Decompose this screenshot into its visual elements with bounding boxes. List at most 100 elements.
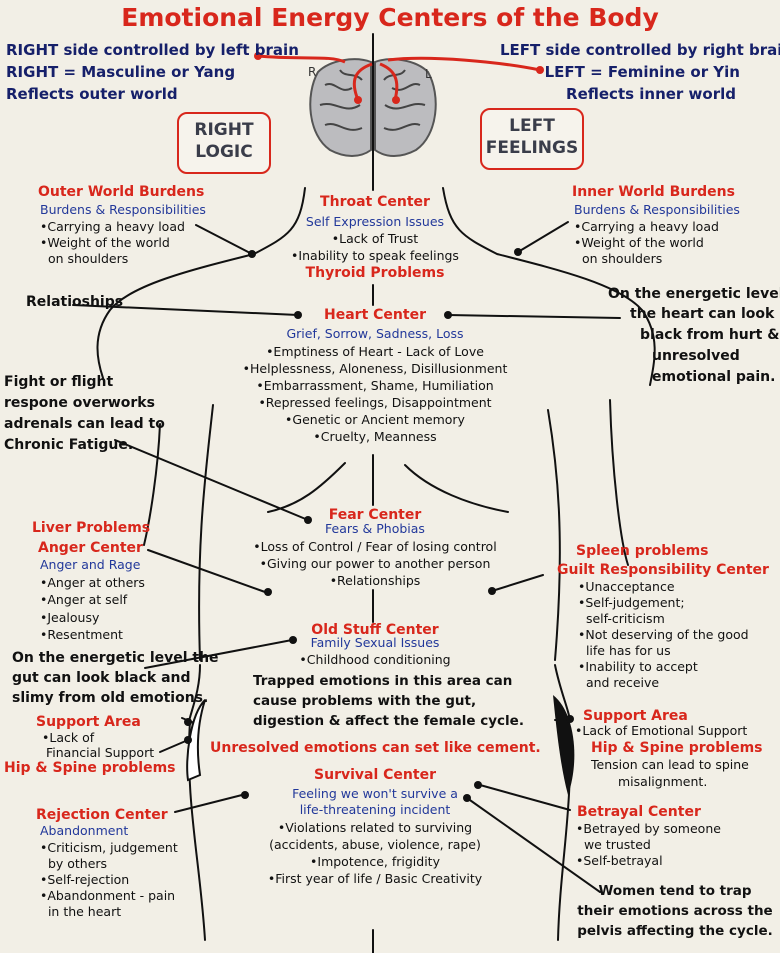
heart-note-line-2: the heart can look: [630, 306, 775, 322]
heart-item-5: •Genetic or Ancient memory: [285, 412, 465, 427]
list-item: •Betrayed by someone: [576, 821, 721, 836]
list-item: •Anger at others: [40, 575, 145, 590]
fatigue-note-line-1: Fight or flight: [4, 374, 114, 390]
list-item: life has for us: [578, 643, 671, 658]
gut-note-line-3: slimy from old emotions.: [12, 690, 209, 706]
support-left-title: Support Area: [36, 714, 141, 730]
relationships-note: Relatioships: [26, 294, 124, 310]
survival-item-4: •First year of life / Basic Creativity: [267, 871, 483, 886]
list-item: self-criticism: [578, 611, 665, 626]
left-feelings-line-2: FEELINGS: [485, 138, 579, 159]
list-item: and receive: [578, 675, 660, 690]
list-item: in the heart: [40, 904, 122, 919]
heart-subtitle: Grief, Sorrow, Sadness, Loss: [286, 326, 464, 341]
gut-note-line-1: On the energetic level the: [12, 650, 219, 666]
trapped-note-line-3: digestion & affect the female cycle.: [253, 713, 524, 729]
support-left-item-2: Financial Support: [46, 745, 155, 760]
list-item: •Self-judgement;: [578, 595, 685, 610]
left-header-line-2: RIGHT = Masculine or Yang: [6, 63, 236, 81]
list-item: on shoulders: [40, 251, 129, 266]
outer-world-list: •Carrying a heavy load •Weight of the wo…: [40, 219, 185, 267]
left-feelings-line-1: LEFT: [509, 116, 555, 136]
list-item: •Jealousy: [40, 609, 100, 625]
heart-note-line-5: emotional pain.: [652, 369, 776, 385]
page-title: Emotional Energy Centers of the Body: [121, 3, 659, 32]
survival-title: Survival Center: [314, 767, 436, 783]
rejection-subtitle: Abandonment: [40, 823, 129, 838]
list-item: •Not deserving of the good: [578, 627, 749, 642]
list-item: •Carrying a heavy load: [574, 219, 719, 234]
heart-title: Heart Center: [324, 307, 426, 323]
survival-item-2: (accidents, abuse, violence, rape): [269, 837, 481, 852]
support-right-note-1: Tension can lead to spine: [591, 757, 749, 772]
support-left-item-1: •Lack of: [42, 730, 95, 745]
brain-icon: [309, 58, 437, 157]
anger-title: Anger Center: [38, 540, 143, 556]
women-note-line-2: their emotions across the: [577, 903, 773, 919]
fear-item-3: •Relationships: [329, 573, 421, 588]
heart-item-2: •Helplessness, Aloneness, Disillusionmen…: [242, 361, 508, 376]
list-item: •Self-rejection: [40, 872, 130, 887]
old-stuff-item-1: •Childhood conditioning: [299, 652, 451, 667]
heart-note-line-3: black from hurt &: [640, 327, 780, 343]
old-stuff-subtitle: Family Sexual Issues: [310, 635, 440, 650]
list-item: •Self-betrayal: [576, 853, 663, 868]
support-right-title: Support Area: [583, 708, 688, 724]
list-item: •Anger at self: [40, 592, 128, 608]
guilt-list: •Unacceptance •Self-judgement; self-crit…: [578, 579, 749, 691]
list-item: we trusted: [576, 837, 651, 852]
survival-subtitle-1: Feeling we won't survive a: [292, 786, 458, 801]
throat-title: Throat Center: [320, 194, 430, 210]
fatigue-note-line-4: Chronic Fatigue.: [4, 437, 134, 453]
survival-item-1: •Violations related to surviving: [277, 820, 473, 835]
heart-item-3: •Embarrassment, Shame, Humiliation: [256, 378, 494, 393]
guilt-title: Guilt Responsibility Center: [557, 562, 769, 578]
gut-note-line-2: gut can look black and: [12, 670, 191, 686]
fear-item-1: •Loss of Control / Fear of losing contro…: [253, 539, 497, 554]
inner-world-title: Inner World Burdens: [572, 184, 735, 200]
throat-item-2: •Inability to speak feelings: [291, 248, 459, 263]
inner-world-list: •Carrying a heavy load •Weight of the wo…: [574, 219, 719, 267]
women-note-line-1: Women tend to trap: [598, 883, 752, 899]
list-item: •Criticism, judgement: [40, 840, 178, 855]
fear-title: Fear Center: [328, 507, 422, 523]
left-header-line-1: RIGHT side controlled by left brain: [6, 41, 299, 59]
anger-subtitle: Anger and Rage: [40, 557, 141, 572]
brain-r-label: R: [308, 65, 317, 79]
list-item: •Inability to accept: [578, 659, 698, 674]
left-feelings-box: LEFT FEELINGS: [480, 108, 584, 170]
right-header-line-3: Reflects inner world: [566, 85, 736, 103]
trapped-note-line-2: cause problems with the gut,: [253, 693, 477, 709]
list-item: •Resentment: [40, 626, 123, 642]
heart-item-1: •Emptiness of Heart - Lack of Love: [266, 344, 484, 359]
women-note-line-3: pelvis affecting the cycle.: [577, 923, 773, 939]
list-item: •Abandonment - pain: [40, 888, 176, 903]
outer-world-title: Outer World Burdens: [38, 184, 205, 200]
survival-subtitle-2: life-threatening incident: [299, 802, 451, 817]
heart-note-line-4: unresolved: [652, 348, 740, 364]
fear-item-2: •Giving our power to another person: [259, 556, 491, 571]
list-item: •Weight of the world: [574, 235, 704, 250]
old-stuff-title: Old Stuff Center: [311, 622, 439, 638]
right-logic-box: RIGHT LOGIC: [177, 112, 271, 174]
right-header-line-2: LEFT = Feminine or Yin: [544, 63, 740, 81]
rejection-title: Rejection Center: [36, 807, 168, 823]
right-header-line-1: LEFT side controlled by right brain: [500, 41, 780, 59]
right-logic-line-2: LOGIC: [195, 142, 253, 163]
cement-note: Unresolved emotions can set like cement.: [210, 740, 541, 756]
trapped-note-line-1: Trapped emotions in this area can: [253, 673, 513, 689]
fatigue-note-line-2: respone overworks: [4, 395, 155, 411]
anger-list: •Anger at others •Anger at self •Jealous…: [40, 574, 145, 643]
inner-world-subtitle: Burdens & Responsibilities: [574, 202, 740, 217]
list-item: •Unacceptance: [578, 579, 675, 594]
list-item: on shoulders: [574, 251, 663, 266]
rejection-list: •Criticism, judgement by others •Self-re…: [40, 840, 178, 920]
list-item: •Carrying a heavy load: [40, 219, 185, 234]
liver-title: Liver Problems: [32, 520, 151, 536]
list-item: by others: [40, 856, 108, 871]
heart-item-4: •Repressed feelings, Disappointment: [258, 395, 492, 410]
spleen-title: Spleen problems: [576, 543, 709, 559]
support-right-footer: Hip & Spine problems: [591, 740, 763, 756]
heart-item-6: •Cruelty, Meanness: [313, 429, 437, 444]
fatigue-note-line-3: adrenals can lead to: [4, 416, 165, 432]
